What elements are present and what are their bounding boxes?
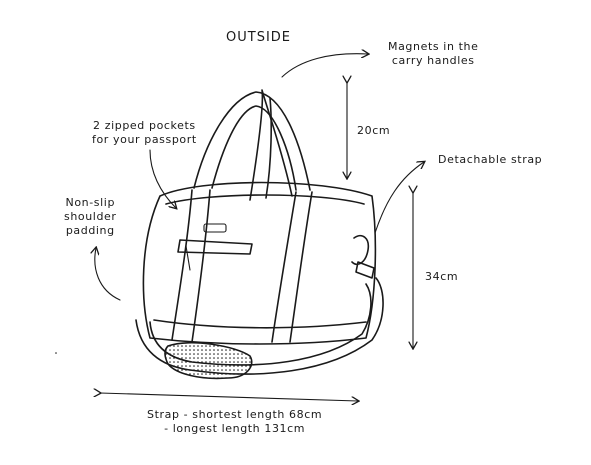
shoulder-pad: [164, 341, 253, 380]
strap-length-line1: Strap - shortest length 68cm: [147, 408, 323, 421]
pockets-label-line2: for your passport: [92, 133, 197, 146]
nonslip-label: Non-slip shoulder padding: [64, 196, 117, 238]
strap-length-dimension: [100, 393, 358, 401]
magnets-label: Magnets in the carry handles: [388, 40, 478, 68]
pockets-arrow: [149, 149, 176, 208]
front-strap-webbing: [171, 189, 313, 343]
handle-height-label: 20cm: [357, 124, 391, 137]
nonslip-label-line2: shoulder: [64, 210, 117, 223]
strap-length-line2: - longest length 131cm: [164, 422, 306, 435]
diagram-title: OUTSIDE: [226, 30, 291, 45]
bag-height-label: 34cm: [425, 270, 459, 283]
pockets-label: 2 zipped pockets for your passport: [92, 119, 197, 147]
nonslip-label-line3: padding: [65, 224, 115, 237]
pockets-label-line1: 2 zipped pockets: [93, 119, 196, 132]
nonslip-arrow: [95, 248, 121, 301]
magnets-label-line1: Magnets in the: [388, 40, 479, 53]
carry-handles: [193, 89, 311, 201]
magnets-label-line2: carry handles: [391, 54, 475, 67]
detachable-arrow: [374, 162, 424, 234]
zipped-pocket: [177, 223, 253, 271]
nonslip-label-line1: Non-slip: [65, 196, 116, 209]
strap-length-label: Strap - shortest length 68cm - longest l…: [147, 408, 322, 436]
bag-body: [142, 181, 377, 345]
magnets-arrow: [281, 54, 368, 78]
side-clip: [351, 234, 375, 279]
detachable-strap-label: Detachable strap: [438, 153, 543, 166]
speck-mark: [55, 352, 57, 354]
